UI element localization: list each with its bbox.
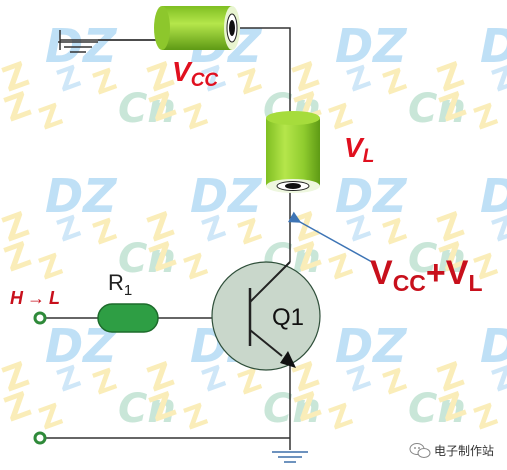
vl-load	[266, 111, 320, 193]
vcc-plus-vl-label: VCC+VL	[370, 254, 483, 296]
watermark-dz: DZ	[45, 169, 118, 223]
ground-terminal	[33, 431, 47, 445]
transistor-q1	[211, 261, 321, 371]
watermark-cn: Cn	[118, 386, 176, 432]
watermark-cn: Cn	[263, 386, 321, 432]
pointer-arrow	[287, 211, 373, 263]
watermark-z: Z	[470, 97, 502, 137]
watermark-dz: DZ	[335, 169, 408, 223]
vl-label: VL	[344, 132, 374, 167]
watermark-z: Z	[180, 247, 212, 287]
watermark-cn: Cn	[408, 236, 466, 282]
watermark-dz: DZ	[335, 19, 408, 73]
wechat-icon	[409, 443, 431, 458]
input-terminal	[33, 311, 47, 325]
watermark-z: Z	[488, 359, 507, 399]
input-transition-label: H→L	[10, 288, 60, 308]
watermark-dz: DZ	[190, 169, 263, 223]
watermark-z: Z	[488, 209, 507, 249]
watermark-cn: Cn	[408, 86, 466, 132]
watermark-dz: DZ	[480, 319, 507, 373]
ground-symbol-bottom	[272, 451, 308, 463]
resistor-label: R1	[108, 270, 132, 299]
watermark-z: Z	[35, 97, 67, 137]
vcc-label: VCC	[172, 56, 218, 91]
watermark-dz: DZ	[480, 169, 507, 223]
watermark-z: Z	[35, 247, 67, 287]
watermark-z: Z	[470, 397, 502, 437]
transistor-label: Q1	[272, 304, 304, 331]
watermark-dz: DZ	[45, 19, 118, 73]
watermark-layer: DZZZZZCnZDZZZZZCnZDZZZZZCnZDZZZZZCnZDZZZ…	[0, 19, 507, 438]
emitter-arrow-icon	[280, 351, 296, 368]
wire-vcc-to-load	[238, 27, 291, 118]
vcc-source	[154, 6, 240, 50]
watermark-z: Z	[180, 397, 212, 437]
watermark-dz: DZ	[335, 319, 408, 373]
resistor-r1	[97, 303, 159, 333]
watermark-z: Z	[180, 97, 212, 137]
footer-brand: 电子制作站	[409, 443, 494, 458]
watermark-z: Z	[35, 397, 67, 437]
watermark-cn: Cn	[118, 86, 176, 132]
watermark-cn: Cn	[408, 386, 466, 432]
watermark-z: Z	[325, 247, 357, 287]
watermark-z: Z	[488, 59, 507, 99]
watermark-z: Z	[325, 397, 357, 437]
watermark-cn: Cn	[118, 236, 176, 282]
footer-text: 电子制作站	[434, 444, 494, 458]
watermark-dz: DZ	[480, 19, 507, 73]
